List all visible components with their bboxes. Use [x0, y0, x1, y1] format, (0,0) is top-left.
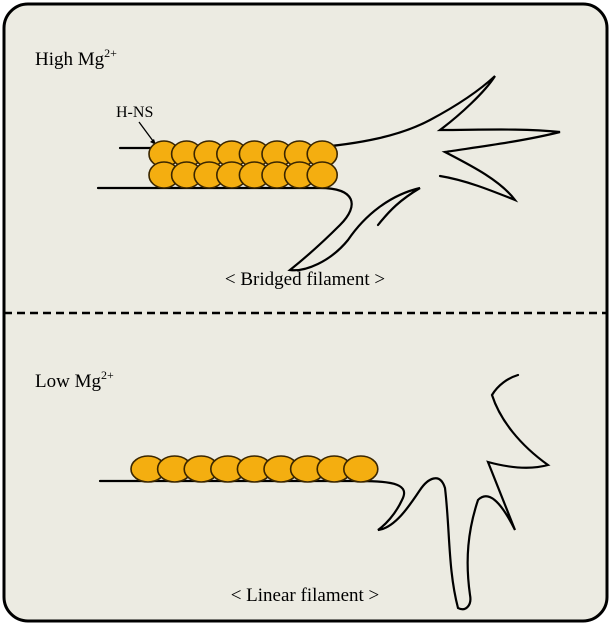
- hns-bead: [307, 162, 337, 188]
- hns-bead: [344, 456, 378, 482]
- hns-beads-upper-row: [149, 141, 337, 167]
- bridged-caption: < Bridged filament >: [225, 269, 385, 290]
- hns-beads-linear-row: [131, 456, 378, 482]
- hns-label: H-NS: [116, 104, 153, 121]
- linear-caption: < Linear filament >: [231, 585, 380, 606]
- hns-beads-lower-row: [149, 162, 337, 188]
